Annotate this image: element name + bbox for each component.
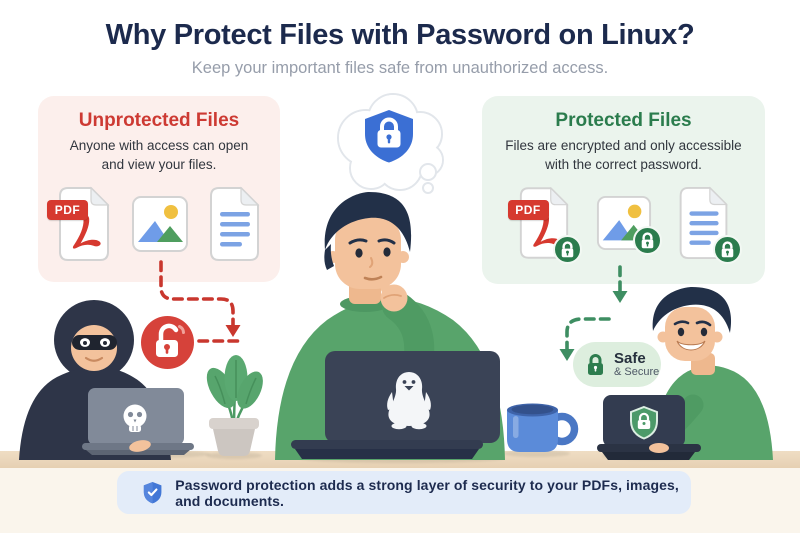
pdf-label-badge: PDF	[507, 200, 549, 221]
coffee-mug	[507, 403, 579, 452]
footer-banner: Password protection adds a strong layer …	[117, 471, 691, 514]
protected-files-panel: Protected Files Files are encrypted and …	[482, 96, 765, 284]
skull-icon	[123, 404, 147, 432]
lock-badge-icon	[712, 235, 742, 265]
shield-lock-icon	[365, 110, 413, 163]
unprotected-files-panel: Unprotected Files Anyone with access can…	[38, 96, 280, 282]
safe-badge-line1: Safe	[614, 349, 646, 367]
unprotected-panel-title: Unprotected Files	[78, 110, 240, 131]
safe-secure-badge: Safe & Secure	[573, 342, 661, 387]
pdf-file-locked-icon: PDF	[507, 186, 582, 265]
lock-badge-icon	[632, 226, 662, 256]
document-file-locked-icon	[676, 186, 742, 265]
open-lock-icon	[141, 316, 194, 369]
shield-laptop	[597, 395, 701, 460]
shield-lock-icon	[630, 405, 658, 440]
shield-check-icon	[143, 482, 162, 504]
protected-panel-description: Files are encrypted and only accessible …	[505, 138, 742, 172]
pdf-file-icon: PDF	[47, 186, 113, 262]
hand	[649, 443, 669, 453]
page-title: Why Protect Files with Password on Linux…	[105, 19, 695, 51]
mask	[72, 335, 117, 350]
page-subtitle: Keep your important files safe from unau…	[191, 59, 609, 77]
linux-laptop	[291, 351, 500, 459]
hand	[129, 440, 151, 452]
mug-shadow	[504, 450, 570, 457]
image-file-icon	[131, 195, 189, 253]
lock-icon	[588, 354, 603, 375]
safe-badge-line2: & Secure	[614, 365, 660, 378]
plant-decoration	[206, 355, 263, 456]
protected-panel-title: Protected Files	[555, 110, 692, 131]
thinking-user-illustration	[275, 192, 505, 460]
unprotected-file-icons: PDF	[38, 186, 280, 262]
tux-penguin-icon	[387, 372, 431, 430]
lock-badge-icon	[552, 235, 582, 265]
document-file-icon	[207, 186, 263, 262]
hacker-laptop	[82, 388, 194, 455]
image-file-locked-icon	[596, 195, 662, 256]
unprotected-panel-description: Anyone with access can open and view you…	[69, 138, 249, 172]
pdf-label-badge: PDF	[47, 200, 88, 221]
footer-banner-text: Password protection adds a strong layer …	[175, 476, 679, 509]
protected-file-icons: PDF	[482, 186, 765, 265]
secure-user-illustration	[597, 287, 773, 460]
thought-bubble	[337, 93, 444, 194]
